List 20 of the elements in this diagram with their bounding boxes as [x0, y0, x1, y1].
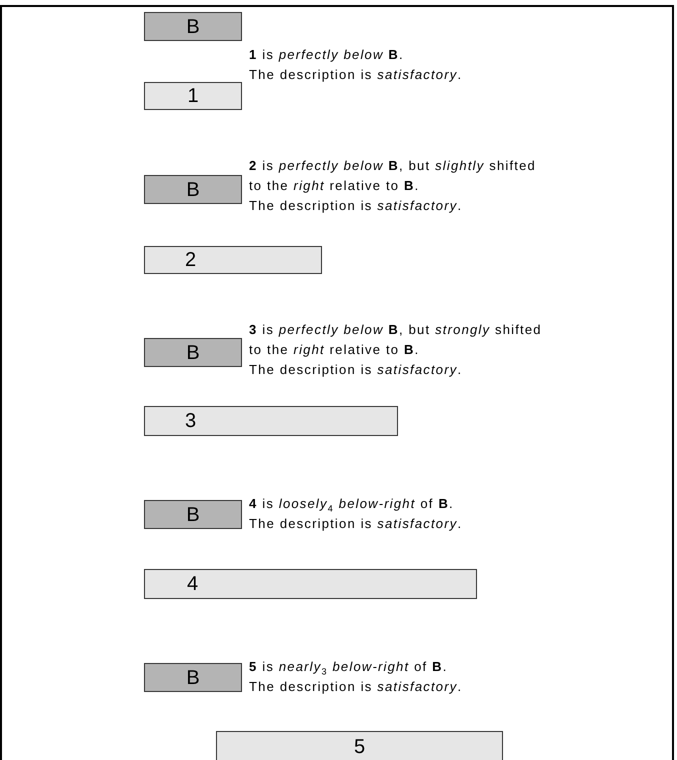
description-text: 4 is loosely$_{4}$ below-right of B.: [249, 495, 454, 514]
reference-box: B: [144, 12, 242, 41]
reference-box: B: [144, 663, 242, 692]
description-text: 1 is perfectly below B.: [249, 46, 404, 64]
numbered-box: 2: [144, 246, 322, 274]
description-text: The description is satisfactory.: [249, 66, 462, 84]
description-text: 5 is nearly$_{3}$ below-right of B.: [249, 658, 448, 677]
reference-box: B: [144, 175, 242, 204]
numbered-box: 1: [144, 82, 242, 110]
numbered-box: 5: [216, 731, 503, 760]
description-text: The description is satisfactory.: [249, 361, 462, 379]
reference-box: B: [144, 338, 242, 367]
description-text: The description is satisfactory.: [249, 197, 462, 215]
description-text: 3 is perfectly below B, but strongly shifted to the right relative to B.: [249, 321, 543, 359]
numbered-box: 3: [144, 406, 398, 436]
description-text: The description is satisfactory.: [249, 678, 462, 696]
description-text: The description is satisfactory.: [249, 515, 462, 533]
numbered-box: 4: [144, 569, 477, 599]
description-text: 2 is perfectly below B, but slightly shifted to the right relative to B.: [249, 157, 537, 195]
reference-box: B: [144, 500, 242, 529]
